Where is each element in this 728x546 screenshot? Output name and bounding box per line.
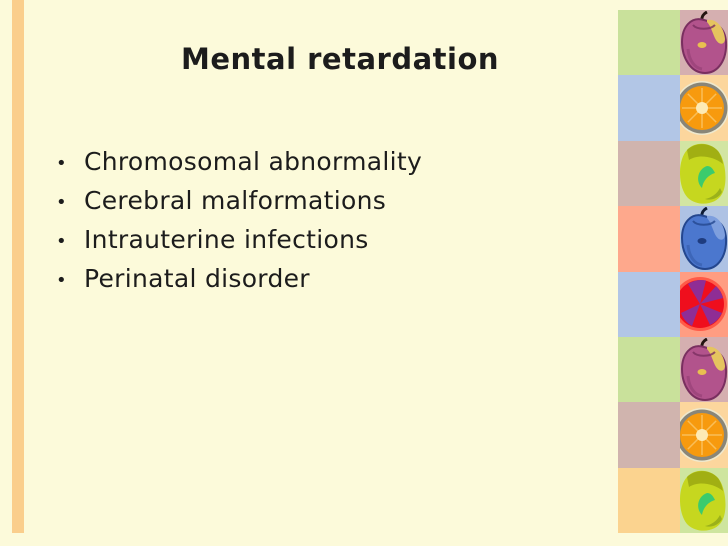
- color-block: [618, 10, 680, 76]
- apple-icon: [680, 337, 728, 401]
- fruit-strip-row: [618, 10, 728, 76]
- fruit-image-orange-slice: [680, 75, 728, 141]
- bullet-item: • Perinatal disorder: [56, 259, 422, 298]
- bullet-marker: •: [56, 270, 67, 291]
- slide-title: Mental retardation: [180, 42, 500, 76]
- left-accent-stripe: [12, 0, 24, 533]
- bullet-text: Perinatal disorder: [84, 264, 310, 293]
- fruit-strip-row: [618, 75, 728, 141]
- bullet-list: • Chromosomal abnormality • Cerebral malfo…: [56, 142, 422, 298]
- red-orange-slice-icon: [680, 277, 727, 332]
- fruit-image-purple-apple: [680, 336, 728, 403]
- fruit-image-kiwi: [680, 140, 728, 207]
- bullet-marker: •: [56, 153, 67, 174]
- orange-slice-icon: [680, 407, 728, 462]
- bullet-text: Chromosomal abnormality: [84, 147, 423, 176]
- apple-icon: [680, 10, 728, 74]
- fruit-strip-row: [618, 467, 728, 533]
- color-block: [618, 75, 680, 141]
- fruit-strip-decoration: [618, 10, 728, 533]
- fruit-image-red-orange-slice: [680, 271, 728, 337]
- apple-icon: [680, 206, 728, 270]
- bullet-item: • Chromosomal abnormality: [56, 142, 422, 181]
- color-block: [618, 140, 680, 207]
- fruit-strip-row: [618, 336, 728, 403]
- kiwi-icon: [680, 471, 726, 531]
- fruit-image-kiwi: [680, 467, 728, 533]
- bullet-item: • Cerebral malformations: [56, 181, 422, 220]
- bullet-text: Cerebral malformations: [84, 186, 387, 215]
- fruit-image-orange-slice: [680, 402, 728, 468]
- color-block: [618, 402, 680, 468]
- bullet-marker: •: [56, 192, 67, 213]
- color-block: [618, 206, 680, 272]
- fruit-image-purple-apple: [680, 10, 728, 76]
- orange-slice-icon: [680, 81, 728, 136]
- fruit-strip-row: [618, 402, 728, 468]
- fruit-image-blue-apple: [680, 206, 728, 272]
- kiwi-icon: [680, 144, 726, 205]
- color-block: [618, 467, 680, 533]
- bullet-item: • Intrauterine infections: [56, 220, 422, 259]
- fruit-strip-row: [618, 140, 728, 207]
- color-block: [618, 271, 680, 337]
- bullet-marker: •: [56, 231, 67, 252]
- fruit-strip-row: [618, 206, 728, 272]
- fruit-strip-row: [618, 271, 728, 337]
- bullet-text: Intrauterine infections: [84, 225, 369, 254]
- color-block: [618, 336, 680, 403]
